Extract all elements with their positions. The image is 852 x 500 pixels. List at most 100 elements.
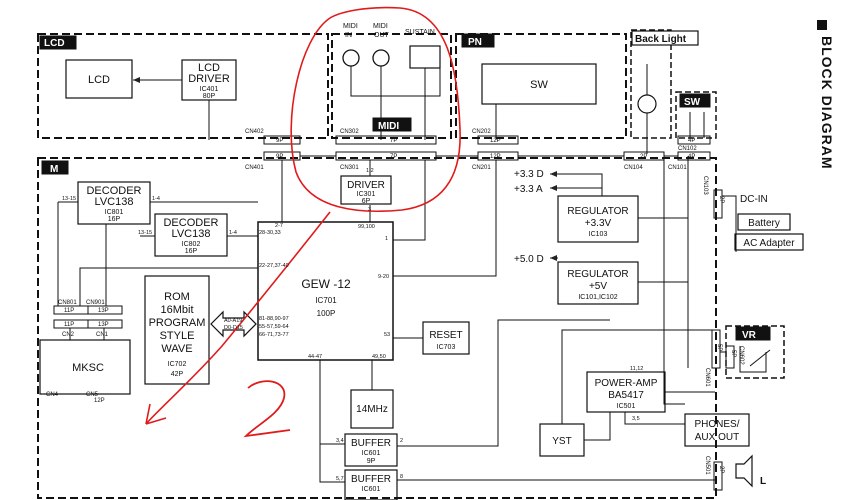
conn-12p-c: 12P — [94, 398, 105, 404]
pin-28: 28-30,33 — [259, 230, 281, 236]
vr-section-label: VR — [742, 330, 757, 341]
conn-7p-a: 7P — [390, 138, 397, 144]
decoder2-l1: DECODER — [163, 217, 218, 229]
decoder1-l2: LVC138 — [95, 196, 134, 208]
rom-l2: 16Mbit — [160, 304, 193, 316]
gew-l1: GEW -12 — [301, 277, 351, 291]
lcd-label: LCD — [88, 74, 110, 86]
cn301: CN301 — [340, 165, 359, 171]
buffer1-l3: 9P — [367, 458, 376, 465]
speaker-l-label: L — [760, 476, 766, 487]
rom-l4: STYLE — [160, 330, 195, 342]
buffer2-block — [344, 469, 398, 500]
decoder1-l1: DECODER — [86, 185, 141, 197]
gew-l3: 100P — [317, 309, 336, 318]
reg5-l2: +5V — [589, 281, 607, 292]
reg5-block — [557, 261, 639, 305]
reset-l2: IC703 — [437, 344, 456, 351]
pin-1-4-b: 1-4 — [229, 230, 237, 236]
decoder1-l4: 16P — [108, 216, 121, 223]
conn-5p-b: 5P — [730, 350, 736, 357]
poweramp-l1: POWER-AMP — [595, 378, 658, 389]
pin-99: 99,100 — [358, 224, 375, 230]
cn501: CN501 — [704, 456, 710, 475]
decoder2-l4: 16P — [185, 248, 198, 255]
reg5-l1: REGULATOR — [567, 269, 628, 280]
pin-53: 53 — [384, 332, 390, 338]
backlight-label: Back Light — [635, 34, 687, 45]
backlight-section — [630, 29, 672, 139]
phones-block — [684, 413, 750, 447]
reg33-block — [557, 195, 639, 243]
cn601: CN601 — [704, 368, 710, 387]
phones-l1: PHONES/ — [694, 419, 739, 430]
cn602: CN602 — [738, 346, 744, 365]
lcd-driver-l1: LCD — [198, 62, 220, 74]
pin-2-7: 2-7 — [275, 223, 283, 229]
conn-9p-b: 9P — [276, 154, 283, 160]
poweramp-l2: BA5417 — [608, 390, 644, 401]
conn-2p-v: 2P — [718, 196, 724, 203]
conn-7p-b: 7P — [390, 154, 397, 160]
buffer1-l1: BUFFER — [351, 438, 391, 449]
rom-l3: PROGRAM — [149, 317, 206, 329]
pin-a0: A0-A19 — [224, 318, 242, 324]
cn202: CN202 — [472, 129, 491, 135]
conn-13p-a: 13P — [98, 308, 109, 314]
conn-12p-b: 12P — [490, 154, 501, 160]
red-two-annotation — [243, 380, 291, 438]
conn-13p-b: 13P — [98, 322, 109, 328]
conn-11p-b: 11P — [64, 322, 74, 328]
pin-81-l2: 55-57,59-64 — [259, 324, 289, 330]
pin-2b: 2 — [400, 438, 403, 444]
cn402: CN402 — [245, 129, 264, 135]
rom-l1: ROM — [164, 291, 190, 303]
rom-l5: WAVE — [161, 343, 192, 355]
cn101: CN101 — [668, 165, 687, 171]
rom-l7: 42P — [171, 371, 184, 378]
buffer2-l1: BUFFER — [351, 474, 391, 485]
lcd-section — [37, 33, 329, 139]
midi-section — [331, 33, 452, 139]
conn-4p-b: 4P — [688, 154, 695, 160]
pin-8: 8 — [400, 474, 403, 480]
dcin-label: DC-IN — [740, 194, 768, 205]
gew-l2: IC701 — [315, 296, 337, 305]
phones-l2: AUX OUT — [695, 432, 739, 443]
osc-label: 14MHz — [356, 404, 388, 415]
reg33-l1: REGULATOR — [567, 206, 628, 217]
pin-1-2: 1,2 — [366, 168, 374, 174]
pin-81-l3: 66-71,73-77 — [259, 332, 289, 338]
conn-2p-c: 2P — [718, 466, 724, 473]
sw-section — [675, 91, 717, 139]
red-circle-annotation — [290, 6, 461, 213]
pin-81-l1: 81-88,90-97 — [259, 316, 289, 322]
cn901: CN901 — [86, 300, 105, 306]
decoder2-l2: LVC138 — [172, 228, 211, 240]
battery-label: Battery — [748, 218, 780, 229]
decoder2-block — [154, 213, 228, 257]
cn5: CN5 — [86, 392, 99, 398]
sw-section-label: SW — [684, 97, 701, 108]
decoder2-l3: IC802 — [182, 241, 201, 248]
pin-4950: 49,50 — [372, 354, 386, 360]
midi-in-l2: IN — [345, 32, 352, 39]
rail-50d: +5.0 D — [514, 254, 544, 265]
pin-35: 3,5 — [632, 416, 640, 422]
conn-5p-a: 5P — [716, 344, 722, 351]
pin-13-15-a: 13-15 — [62, 196, 76, 202]
conn-12p-a: 12P — [490, 138, 501, 144]
decoder1-l3: IC801 — [105, 209, 124, 216]
rail-33a: +3.3 A — [514, 184, 543, 195]
lcd-driver-l3: IC401 — [200, 86, 219, 93]
pin-57: 5,7 — [336, 476, 344, 482]
reg33-l2: +3.3V — [585, 218, 612, 229]
gew-block — [257, 221, 394, 361]
cn102: CN102 — [678, 146, 697, 152]
decoder1-block — [77, 181, 151, 225]
cn1: CN1 — [96, 332, 109, 338]
pin-1-4-a: 1-4 — [152, 196, 160, 202]
driver-l1: DRIVER — [347, 180, 385, 191]
title-text: BLOCK DIAGRAM — [819, 36, 835, 170]
